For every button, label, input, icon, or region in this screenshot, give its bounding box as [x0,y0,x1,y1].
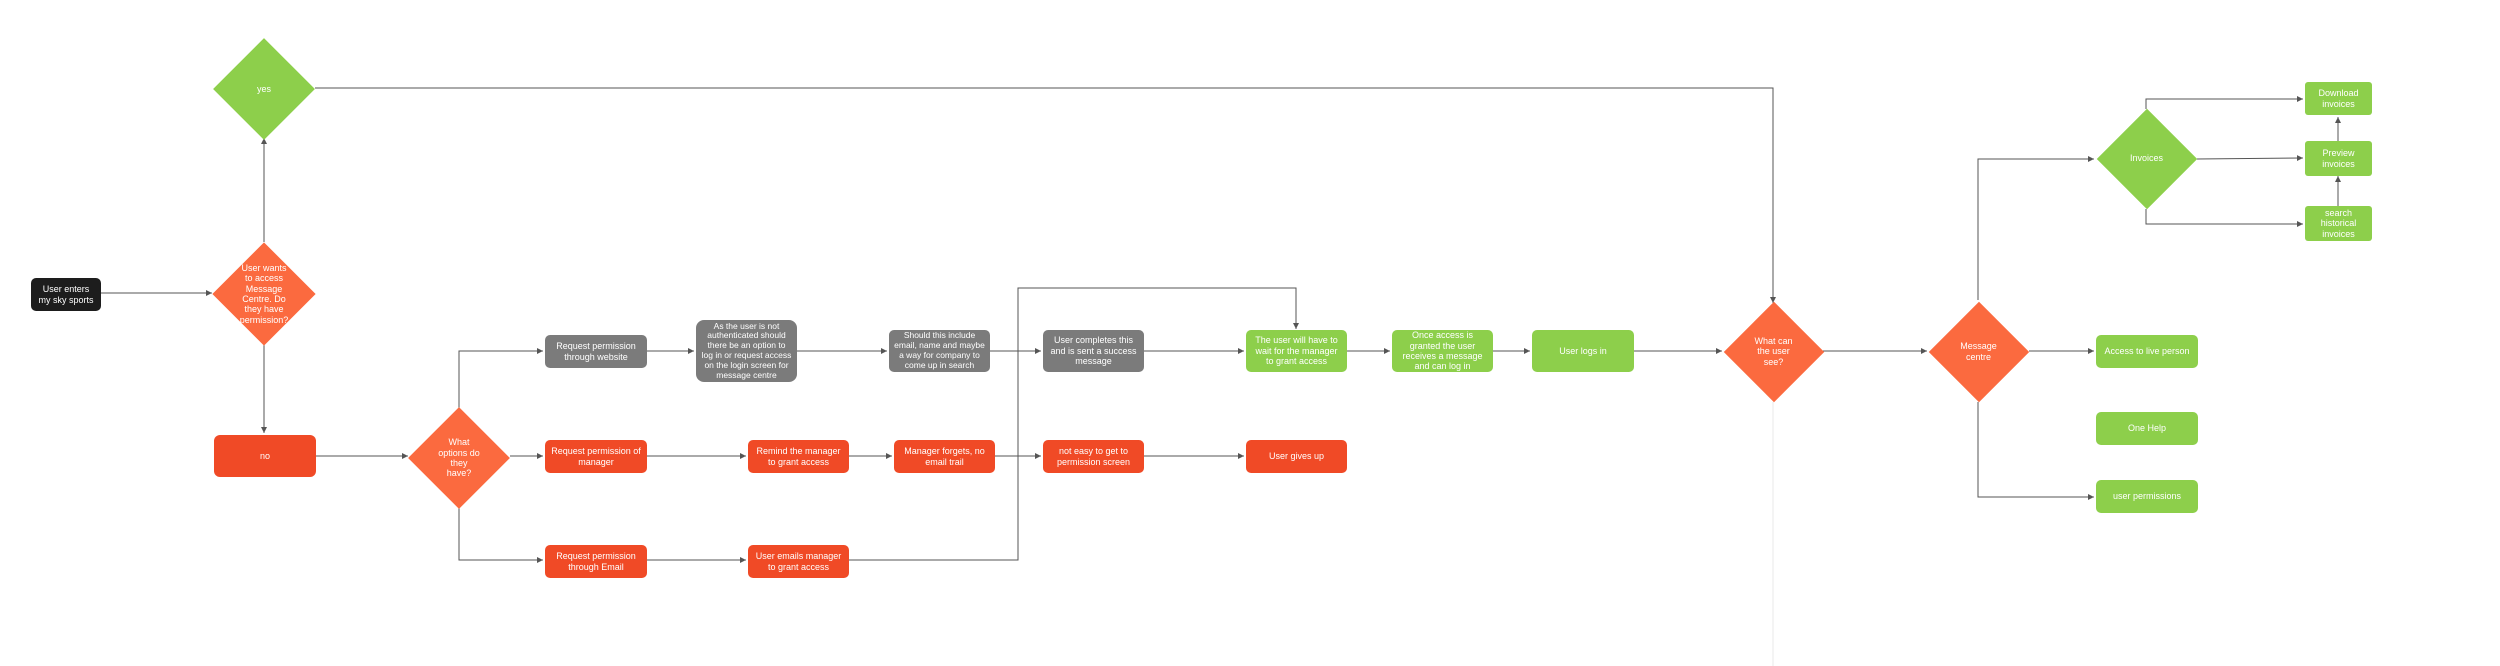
request-email-node: Request permission through Email [545,545,647,578]
connector [458,348,543,410]
live-person-node: Access to live person [2096,335,2198,368]
user-logs-in-node: User logs in [1532,330,1634,372]
invoices-decision: Invoices [2096,108,2197,209]
connector [849,287,1299,561]
connector [2145,209,2303,227]
manager-forgets-node: Manager forgets, no email trail [894,440,995,473]
permission-decision-label: User wants to access Message Centre. Do … [239,262,289,325]
connector [1977,402,2094,500]
connector [315,87,1776,303]
remind-manager-node: Remind the manager to grant access [748,440,849,473]
access-granted-node: Once access is granted the user receives… [1392,330,1493,372]
options-decision: What options do they have? [408,407,510,509]
message-centre-decision: Message centre [1928,301,2029,402]
yes-label: yes [256,83,271,94]
connector [458,506,543,563]
one-help-node: One Help [2096,412,2198,445]
connector [2196,155,2304,162]
options-label: What options do they have? [438,437,480,479]
user-permissions-node: user permissions [2096,480,2198,513]
connector [2145,96,2303,109]
include-email-node: Should this include email, name and mayb… [889,330,990,372]
request-website-node: Request permission through website [545,335,647,368]
connector [1977,156,2094,300]
gives-up-node: User gives up [1246,440,1347,473]
preview-invoices-node: Preview invoices [2305,141,2372,176]
not-easy-node: not easy to get to permission screen [1043,440,1144,473]
no-node: no [214,435,316,477]
search-invoices-node: search historical invoices [2305,206,2372,241]
request-manager-node: Request permission of manager [545,440,647,473]
not-authenticated-node: As the user is not authenticated should … [696,320,797,382]
message-centre-label: Message centre [1960,341,1997,362]
what-see-decision: What can the user see? [1723,301,1824,402]
download-invoices-node: Download invoices [2305,82,2372,115]
start-node: User enters my sky sports [31,278,101,311]
yes-decision: yes [213,38,315,140]
wait-manager-node: The user will have to wait for the manag… [1246,330,1347,372]
user-completes-node: User completes this and is sent a succes… [1043,330,1144,372]
permission-decision: User wants to access Message Centre. Do … [212,242,316,346]
invoices-label: Invoices [2129,153,2164,164]
what-see-label: What can the user see? [1754,335,1793,367]
emails-manager-node: User emails manager to grant access [748,545,849,578]
